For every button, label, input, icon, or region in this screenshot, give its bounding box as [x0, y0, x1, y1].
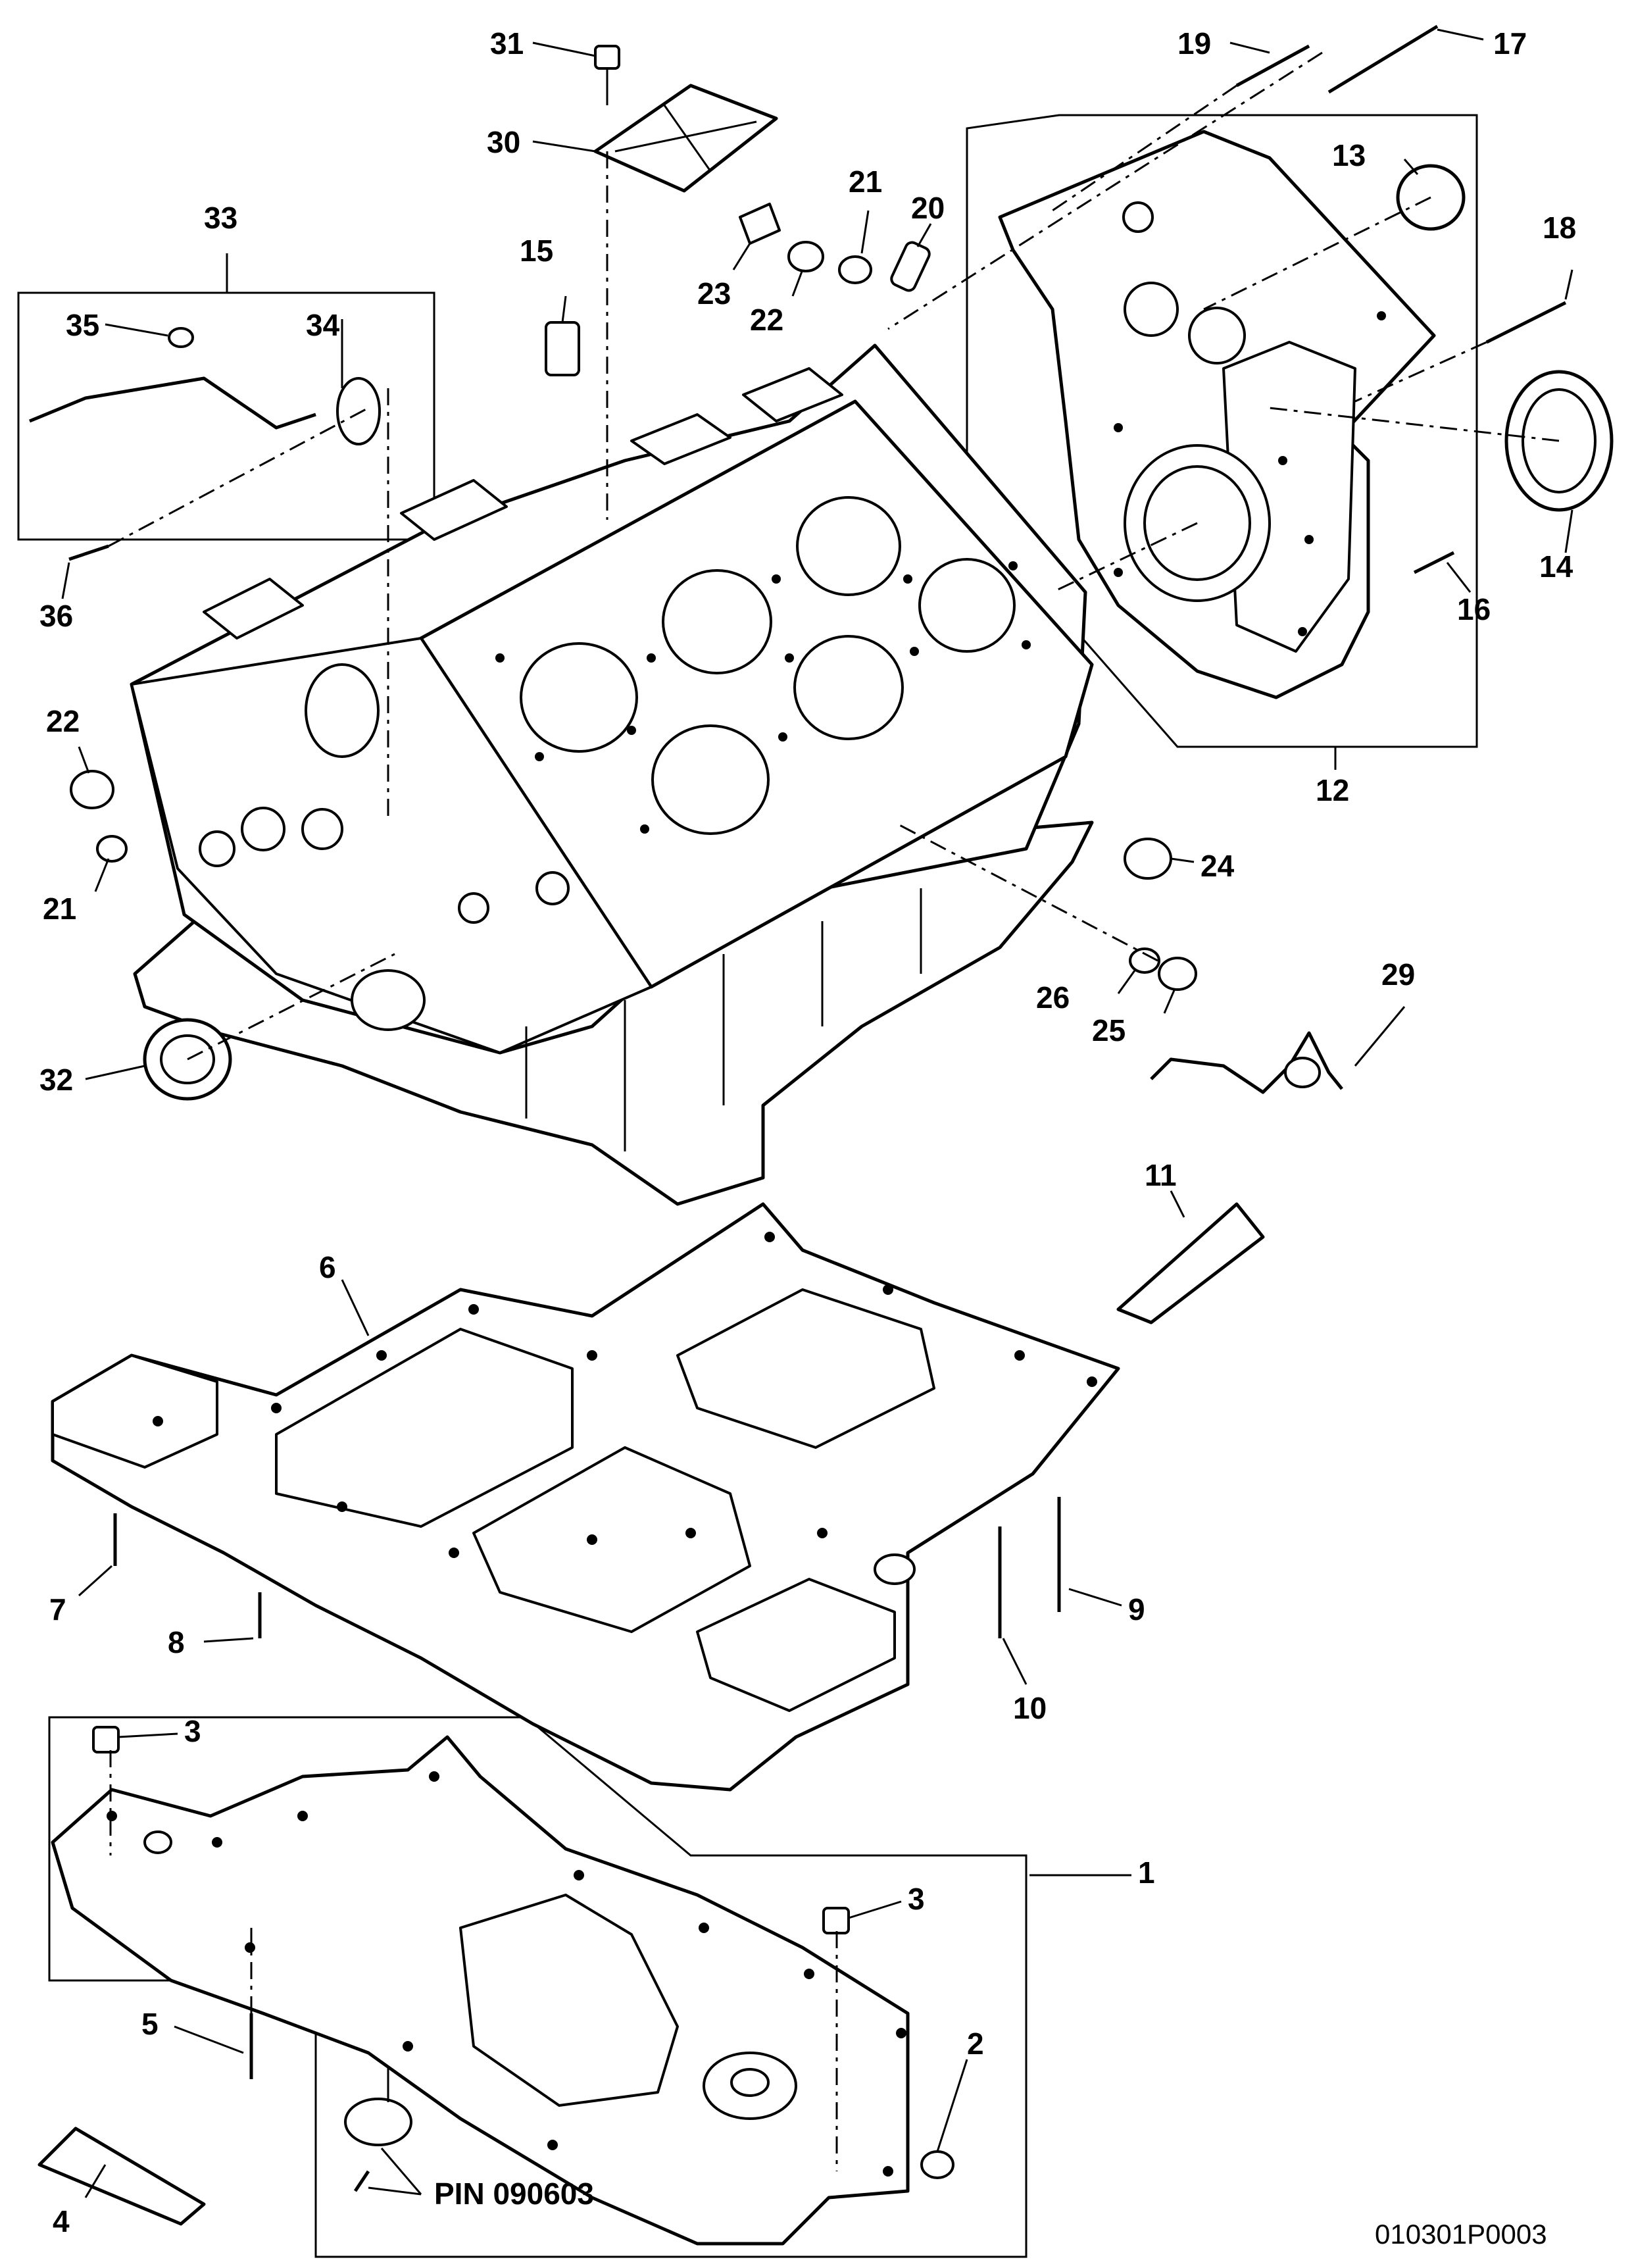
plug-24 [1124, 838, 1172, 880]
callout-14: 14 [1539, 549, 1573, 584]
callout-24: 24 [1201, 849, 1235, 883]
callout-32: 32 [39, 1063, 73, 1097]
bolt-31 [594, 45, 620, 70]
spacer-3-left [92, 1726, 120, 1753]
callout-20: 20 [911, 191, 945, 225]
callout-3: 3 [184, 1714, 201, 1748]
spacer-3-right [822, 1907, 850, 1934]
seal-ring-21 [838, 255, 872, 284]
cover-plate-30 [593, 84, 778, 193]
callout-21: 21 [43, 892, 76, 926]
bolt-36 [68, 544, 109, 561]
callout-22: 22 [46, 704, 80, 738]
frame-1 [48, 1716, 1027, 2258]
engine-block [130, 343, 1094, 1206]
oil-sump [51, 1735, 910, 2246]
callout-26: 26 [1036, 980, 1070, 1015]
callout-21: 21 [849, 164, 882, 199]
o-ring-34 [336, 377, 381, 445]
frame-33 [17, 253, 435, 541]
callout-4: 4 [53, 2204, 70, 2238]
callout-31: 31 [490, 26, 524, 61]
assembly-lines [108, 51, 1560, 2171]
bolt-16 [1413, 551, 1455, 574]
plug-25 [1158, 957, 1197, 991]
callout-5: 5 [141, 2007, 159, 2041]
callout-19: 19 [1177, 26, 1211, 61]
callout-36: 36 [39, 599, 73, 633]
sleeve-20 [890, 241, 931, 292]
callout-35: 35 [66, 308, 99, 342]
callout-34: 34 [306, 308, 340, 342]
sensor-bolt [353, 2170, 370, 2192]
plug-22 [787, 241, 824, 272]
bolt-19 [1235, 44, 1310, 88]
seal-ring-21-left [96, 835, 128, 863]
plug-23 [739, 203, 781, 245]
callout-8: 8 [168, 1625, 185, 1659]
bolt-18 [1485, 301, 1567, 344]
callout-25: 25 [1092, 1013, 1126, 1047]
plug-22-left [70, 770, 114, 809]
dowel-15 [545, 321, 580, 376]
drawing-code: 010301P0003 [1375, 2219, 1547, 2250]
oil-pipe-33 [29, 376, 316, 430]
pin-note: PIN 090603 [434, 2177, 594, 2211]
ladder-frame [51, 1202, 1120, 1792]
callout-29: 29 [1381, 957, 1415, 992]
callout-12: 12 [1316, 773, 1349, 807]
callout-13: 13 [1332, 138, 1366, 172]
oil-level-sensor [344, 2098, 412, 2146]
callout-15: 15 [520, 234, 553, 268]
callout-6: 6 [319, 1250, 336, 1284]
small-parts [29, 24, 1614, 2226]
o-ring-35 [168, 327, 194, 348]
callout-17: 17 [1493, 26, 1527, 61]
callout-1: 1 [1138, 1855, 1155, 1890]
sealant-tube-11 [1116, 1202, 1265, 1324]
callout-30: 30 [487, 125, 520, 159]
callout-10: 10 [1013, 1691, 1047, 1725]
callout-33: 33 [204, 201, 237, 235]
callout-16: 16 [1457, 592, 1491, 626]
callout-22: 22 [750, 303, 783, 337]
callout-3: 3 [908, 1882, 925, 1916]
drain-plug-2 [920, 2150, 954, 2179]
callout-7: 7 [49, 1592, 66, 1626]
callout-23: 23 [697, 276, 731, 311]
washer-26 [1129, 947, 1160, 974]
bolt-17 [1327, 24, 1439, 94]
callout-18: 18 [1543, 211, 1576, 245]
sealant-tube-4 [37, 2127, 206, 2226]
callout-11: 11 [1145, 1158, 1177, 1192]
callout-leaders [61, 28, 1573, 2198]
callout-labels: 1 2 3 3 4 5 6 7 8 9 10 11 12 13 14 15 16… [39, 26, 1576, 2250]
callout-2: 2 [967, 2027, 984, 2061]
callout-9: 9 [1128, 1592, 1145, 1626]
